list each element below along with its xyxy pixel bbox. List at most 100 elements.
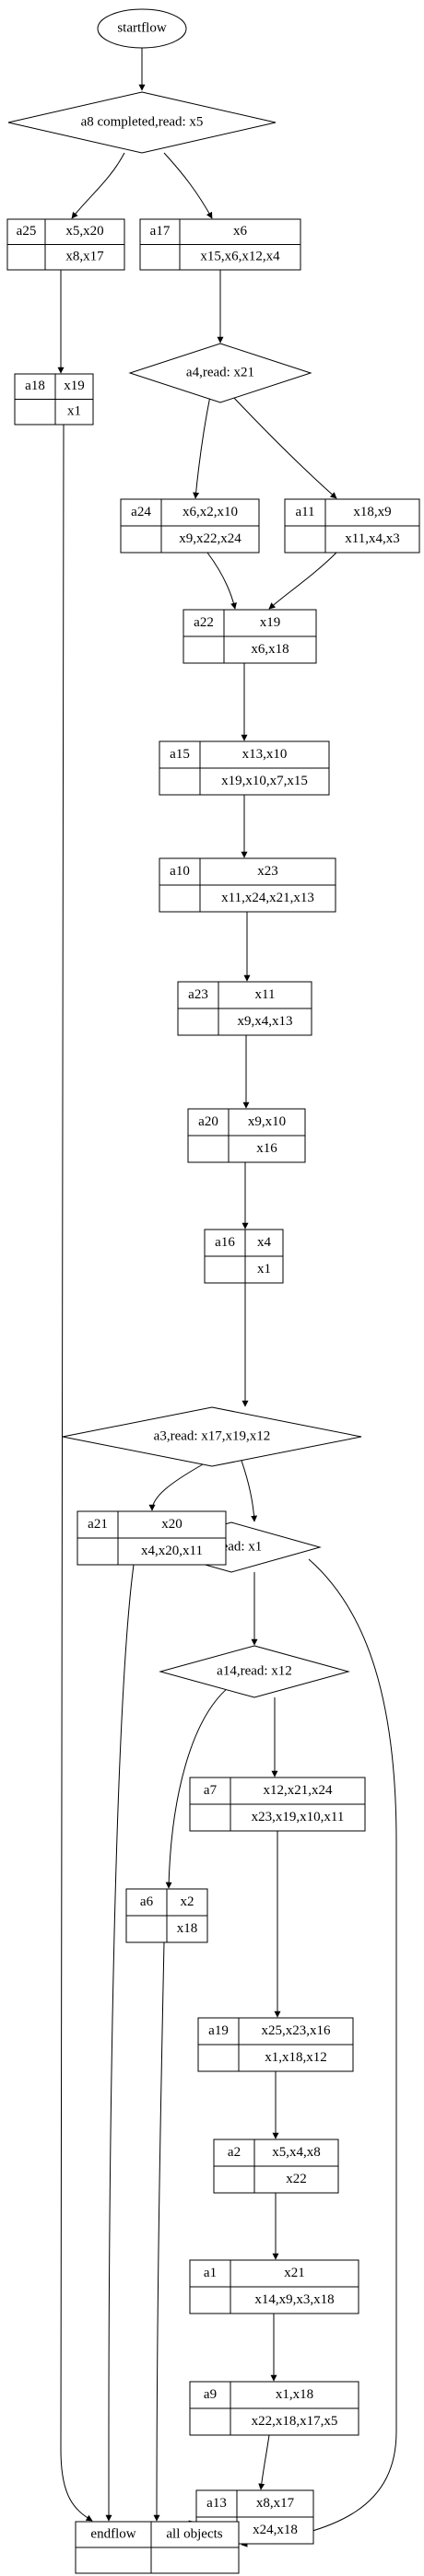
- activity-reads: x22,x18,x17,x5: [252, 2414, 338, 2429]
- activity-writes: x6,x2,x10: [183, 505, 238, 519]
- edge-20: [165, 1681, 237, 1889]
- activity-writes: x8,x17: [256, 2496, 295, 2511]
- activity-a10: a10 x23 x11,x24,x21,x13: [159, 857, 336, 913]
- activity-a9: a9 x1,x18 x22,x18,x17,x5: [189, 2381, 359, 2436]
- activity-a21: a21 x20 x4,x20,x11: [77, 1510, 227, 1566]
- activity-reads: x1: [67, 404, 81, 419]
- decision-d1: a8 completed,read: x5: [7, 91, 277, 154]
- activity-reads: x11,x24,x21,x13: [221, 891, 314, 905]
- activity-writes: x20: [161, 1517, 183, 1532]
- activity-name: a7: [204, 1783, 218, 1798]
- end-label: all objects: [166, 2526, 222, 2541]
- start-node: startflow: [97, 8, 187, 49]
- activity-a17: a17 x6 x15,x6,x12,x4: [139, 218, 301, 271]
- activity-writes: x5,x20: [65, 224, 103, 239]
- activity-reads: x4,x20,x11: [141, 1544, 203, 1558]
- activity-reads: x1: [257, 1262, 271, 1276]
- activity-reads: x18: [177, 1921, 198, 1936]
- decision-label: a14,read: x12: [217, 1663, 292, 1678]
- decision-d3: a3,read: x17,x19,x12: [62, 1406, 362, 1467]
- activity-a25: a25 x5,x20 x8,x17: [6, 218, 125, 271]
- activity-reads: x9,x4,x13: [238, 1014, 293, 1029]
- edge-2: [163, 152, 213, 219]
- activity-a15: a15 x13,x10 x19,x10,x7,x15: [159, 740, 330, 796]
- activity-a18: a18 x19 x1: [14, 373, 94, 425]
- activity-reads: x22: [286, 2172, 307, 2186]
- activity-a1: a1 x21 x14,x9,x3,x18: [189, 2259, 359, 2314]
- activity-reads: x14,x9,x3,x18: [254, 2292, 334, 2307]
- activity-writes: x23: [257, 864, 278, 879]
- activity-name: a21: [88, 1517, 108, 1532]
- decision-d5: a14,read: x12: [159, 1645, 350, 1698]
- edge-27: [105, 1564, 135, 2522]
- activity-reads: x8,x17: [65, 250, 104, 264]
- activity-a19: a19 x25,x23,x16 x1,x18,x12: [197, 2017, 354, 2072]
- activity-name: a24: [131, 505, 151, 519]
- end-node: endflow all objects: [75, 2521, 240, 2574]
- activity-writes: x18,x9: [353, 505, 391, 519]
- edge-5: [193, 395, 211, 499]
- activity-writes: x6: [233, 224, 248, 239]
- activity-name: a17: [150, 224, 171, 239]
- activity-reads: x19,x10,x7,x15: [221, 774, 308, 788]
- activity-name: a6: [140, 1894, 154, 1909]
- activity-writes: x25,x23,x16: [262, 2023, 332, 2038]
- activity-name: a18: [25, 379, 45, 393]
- activity-writes: x13,x10: [242, 747, 288, 762]
- activity-writes: x4: [257, 1235, 272, 1250]
- activity-writes: x2: [181, 1894, 194, 1909]
- start-label: startflow: [117, 20, 166, 35]
- activity-writes: x21: [284, 2266, 305, 2280]
- activity-a24: a24 x6,x2,x10 x9,x22,x24: [120, 498, 260, 554]
- activity-reads: x9,x22,x24: [179, 531, 241, 546]
- decision-label: a4,read: x21: [186, 365, 254, 379]
- activity-name: a20: [198, 1114, 218, 1129]
- edge-6: [231, 395, 337, 499]
- activity-reads: x15,x6,x12,x4: [200, 250, 280, 264]
- activity-reads: x24,x18: [253, 2523, 298, 2537]
- activity-writes: x1,x18: [276, 2387, 313, 2402]
- activity-writes: x19: [64, 379, 85, 393]
- edge-18: [241, 1558, 397, 2547]
- activity-name: a11: [295, 505, 314, 519]
- activity-reads: x6,x18: [251, 642, 289, 657]
- activity-name: a16: [215, 1235, 235, 1250]
- activity-writes: x12,x21,x24: [264, 1783, 334, 1798]
- activity-writes: x5,x4,x8: [272, 2145, 321, 2160]
- activity-name: a10: [170, 864, 190, 879]
- activity-a7: a7 x12,x21,x24 x23,x19,x10,x11: [189, 1777, 366, 1832]
- activity-a23: a23 x11 x9,x4,x13: [177, 981, 312, 1036]
- activity-name: a23: [188, 987, 208, 1002]
- activity-a11: a11 x18,x9 x11,x4,x3: [284, 498, 420, 554]
- edge-16: [241, 1460, 258, 1522]
- activity-writes: x9,x10: [248, 1114, 286, 1129]
- decision-label: a8 completed,read: x5: [81, 114, 204, 129]
- activity-name: a25: [17, 224, 37, 239]
- edge-15: [148, 1463, 204, 1511]
- activity-writes: x11: [255, 987, 276, 1002]
- activity-reads: x11,x4,x3: [345, 531, 399, 546]
- decision-d2: a4,read: x21: [128, 343, 312, 403]
- activity-reads: x1,x18,x12: [265, 2050, 327, 2065]
- edge-1: [71, 152, 125, 219]
- activity-reads: x23,x19,x10,x11: [252, 1810, 345, 1824]
- activity-name: a19: [208, 2023, 229, 2038]
- activity-a20: a20 x9,x10 x16: [187, 1108, 306, 1163]
- activity-name: a2: [228, 2145, 241, 2160]
- activity-name: a1: [204, 2266, 217, 2280]
- edge-28: [153, 1941, 165, 2522]
- activity-name: a9: [204, 2387, 217, 2402]
- activity-a6: a6 x2 x18: [125, 1888, 208, 1943]
- decision-label: a3,read: x17,x19,x12: [154, 1428, 271, 1443]
- activity-reads: x16: [256, 1141, 277, 1156]
- activity-a2: a2 x5,x4,x8 x22: [213, 2139, 339, 2194]
- edge-7: [206, 552, 237, 610]
- edge-25: [258, 2434, 270, 2490]
- activity-name: a15: [170, 747, 190, 762]
- end-name: endflow: [90, 2526, 135, 2541]
- activity-writes: x19: [260, 615, 281, 630]
- activity-a16: a16 x4 x1: [204, 1229, 284, 1284]
- activity-name: a13: [206, 2496, 227, 2511]
